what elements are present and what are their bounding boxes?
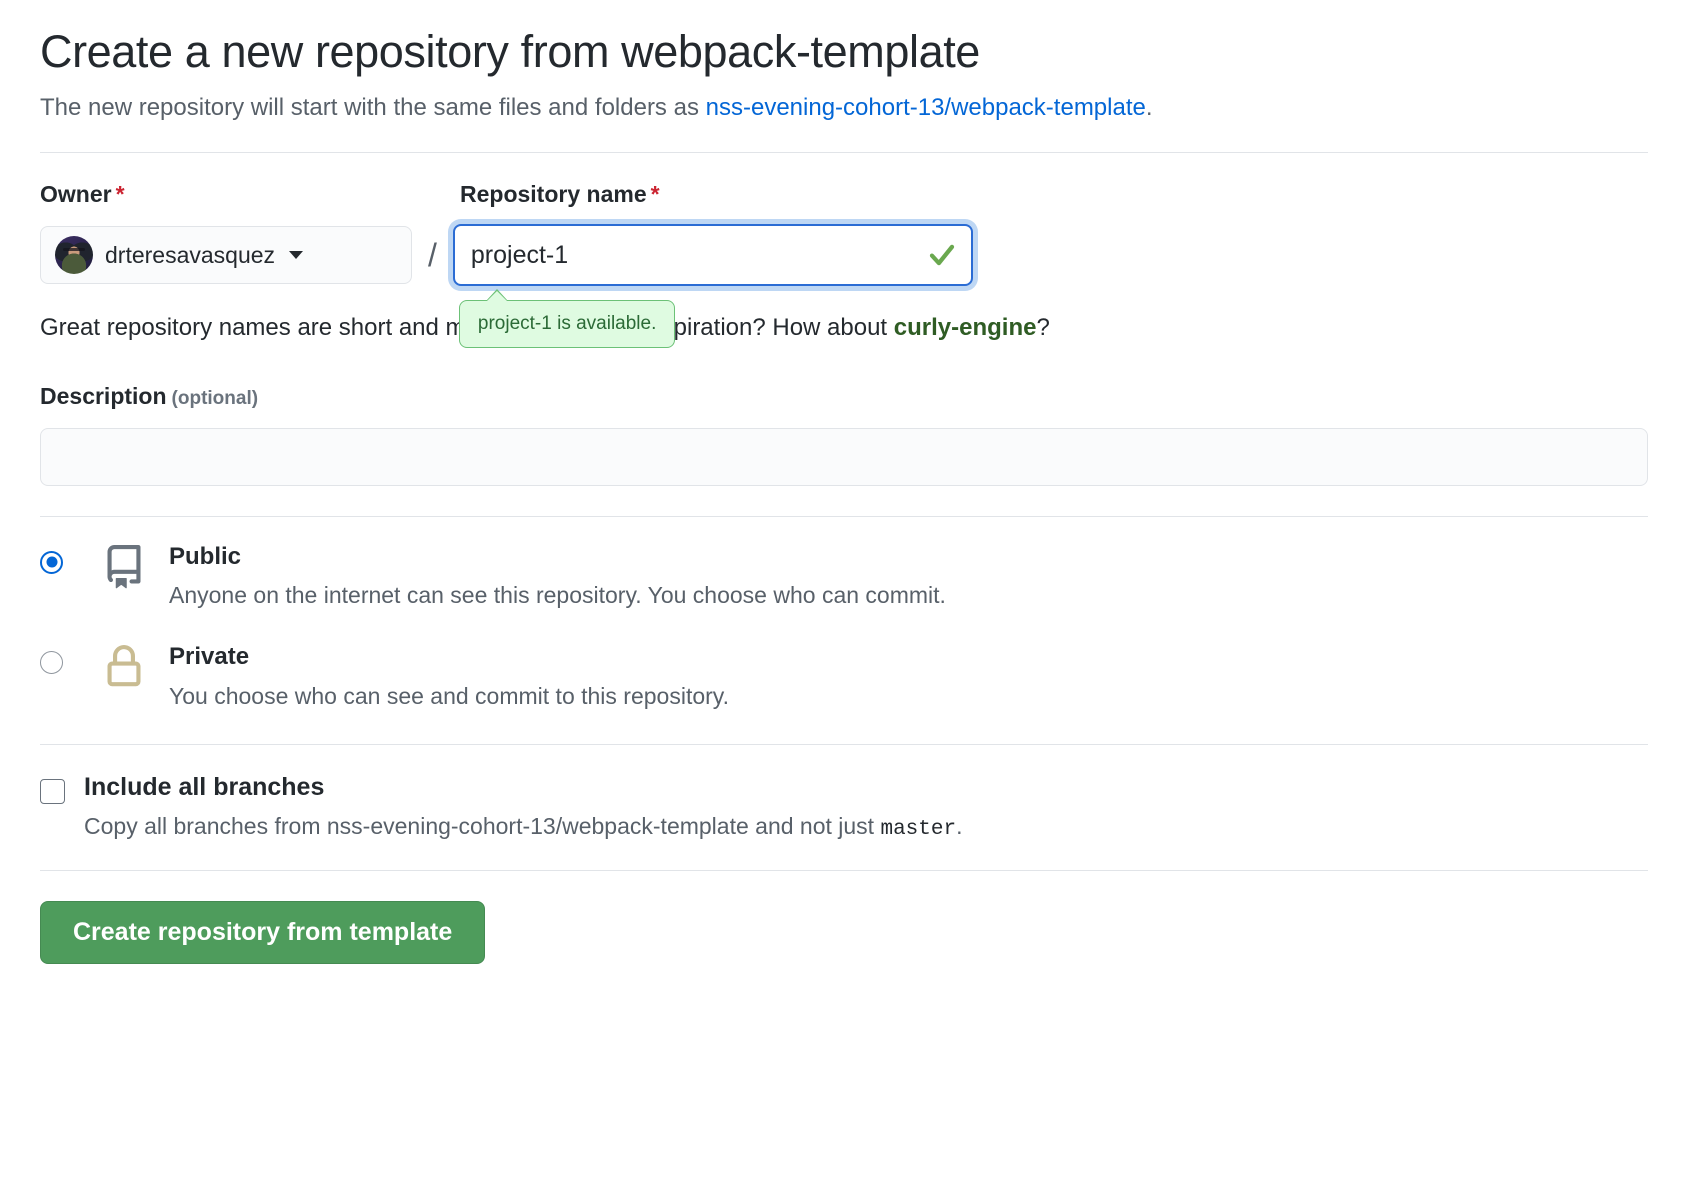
repo-book-icon — [101, 544, 147, 589]
subtitle-suffix-text: . — [1145, 93, 1153, 121]
repo-name-wrapper: project-1 is available. — [452, 224, 973, 349]
user-avatar — [55, 236, 93, 275]
radio-public[interactable] — [40, 550, 63, 574]
include-branches-title: Include all branches — [84, 772, 325, 801]
owner-select[interactable]: drteresavasquez — [40, 226, 412, 285]
include-branches-description: Copy all branches from nss-evening-cohor… — [84, 812, 962, 843]
repo-name-label: Repository name* — [460, 183, 660, 206]
hint-text-after: ? — [1036, 314, 1050, 342]
repo-identity-inputs-row: drteresavasquez / project-1 is available… — [40, 224, 1648, 349]
lock-icon — [101, 645, 147, 689]
repo-name-label-text: Repository name — [460, 181, 647, 208]
visibility-private-text: Private You choose who can see and commi… — [169, 643, 729, 711]
divider-description — [40, 515, 1648, 517]
visibility-option-private[interactable]: Private You choose who can see and commi… — [40, 643, 1648, 711]
repo-name-required-marker: * — [650, 181, 660, 208]
description-section: Description(optional) — [40, 345, 1648, 516]
visibility-public-description: Anyone on the internet can see this repo… — [169, 582, 946, 609]
include-branches-section: Include all branches Copy all branches f… — [40, 745, 1648, 870]
page-subtitle: The new repository will start with the s… — [40, 92, 1648, 124]
description-label: Description(optional) — [40, 383, 1648, 410]
subtitle-prefix-text: The new repository will start with the s… — [40, 93, 706, 121]
description-optional-text: (optional) — [171, 387, 259, 409]
repo-identity-section: Owner* Repository name* drteresavasquez … — [40, 153, 1648, 349]
owner-label: Owner* — [40, 183, 460, 206]
owner-repo-separator: / — [428, 236, 437, 273]
check-icon — [929, 244, 955, 266]
include-branches-text: Include all branches Copy all branches f… — [84, 773, 962, 844]
divider-header — [40, 152, 1648, 154]
visibility-section: Public Anyone on the internet can see th… — [40, 517, 1648, 744]
description-input[interactable] — [40, 427, 1648, 486]
divider-branches — [40, 869, 1648, 871]
visibility-option-public[interactable]: Public Anyone on the internet can see th… — [40, 543, 1648, 611]
chevron-down-icon — [289, 251, 304, 260]
checkbox-include-all-branches[interactable] — [40, 778, 65, 804]
include-branches-row[interactable]: Include all branches Copy all branches f… — [40, 773, 1648, 844]
owner-required-marker: * — [115, 181, 125, 208]
divider-visibility — [40, 743, 1648, 745]
page-title: Create a new repository from webpack-tem… — [40, 26, 980, 77]
submit-section: Create repository from template — [40, 871, 1648, 964]
repo-name-field[interactable] — [452, 224, 973, 287]
description-label-text: Description — [40, 382, 167, 409]
visibility-public-text: Public Anyone on the internet can see th… — [169, 543, 946, 611]
visibility-private-description: You choose who can see and commit to thi… — [169, 682, 729, 709]
branches-desc-after: . — [956, 813, 963, 840]
field-labels-row: Owner* Repository name* — [40, 183, 1648, 206]
default-branch-name: master — [880, 818, 957, 842]
branches-desc-before: Copy all branches from nss-evening-cohor… — [84, 813, 881, 840]
visibility-private-title: Private — [169, 643, 250, 671]
repo-name-hint: Great repository names are short and mem… — [40, 312, 1648, 344]
radio-private[interactable] — [40, 651, 63, 675]
repo-name-suggestion[interactable]: curly-engine — [893, 314, 1037, 342]
create-repo-from-template-page: Create a new repository from webpack-tem… — [0, 0, 1688, 964]
repo-name-availability-tooltip: project-1 is available. — [458, 289, 676, 349]
owner-name-text: drteresavasquez — [105, 241, 276, 268]
create-repository-button[interactable]: Create repository from template — [40, 900, 486, 964]
repo-name-input[interactable] — [470, 240, 955, 270]
template-repo-link[interactable]: nss-evening-cohort-13/webpack-template — [705, 93, 1146, 121]
owner-label-text: Owner — [40, 181, 112, 208]
visibility-public-title: Public — [169, 542, 242, 570]
